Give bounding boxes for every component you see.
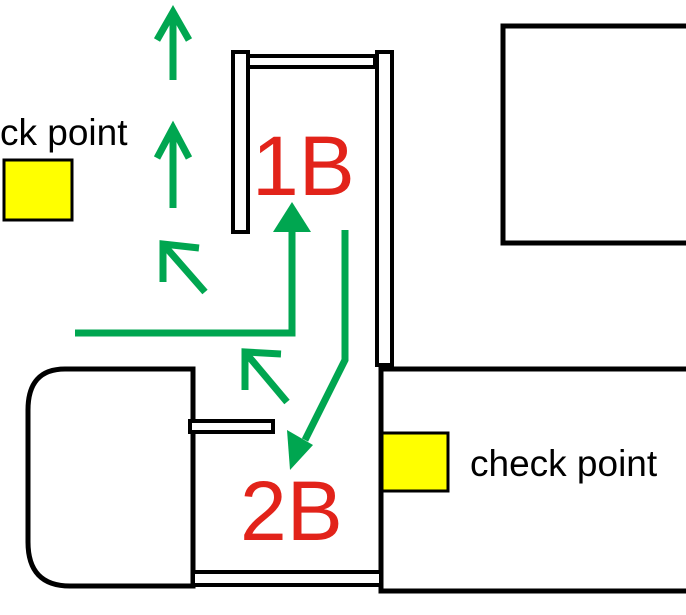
route-to-1b-arrow bbox=[75, 202, 311, 337]
diagonal-arrow-icon bbox=[159, 240, 208, 295]
corridor-1b-top-wall bbox=[246, 54, 377, 69]
route-1b-to-2b-arrow bbox=[287, 230, 349, 470]
diagonal-arrow-icon bbox=[241, 348, 290, 405]
up-arrow-icon bbox=[153, 120, 193, 208]
corridor-2b-bottom-wall bbox=[191, 570, 383, 587]
up-arrow-icon bbox=[153, 4, 193, 80]
corridor-1b-left-wall bbox=[231, 50, 250, 234]
checkpoint-left-label: ck point bbox=[0, 112, 128, 153]
corridor-1b-right-wall bbox=[375, 50, 394, 367]
checkpoint-right-label: check point bbox=[470, 443, 658, 484]
building-top-right bbox=[500, 23, 686, 246]
building-bottom-left bbox=[25, 366, 196, 589]
area-2b-label: 2B bbox=[240, 464, 343, 558]
checkpoint-right-box bbox=[380, 431, 450, 493]
area-1b-label: 1B bbox=[252, 119, 355, 213]
corridor-2b-wall-stub bbox=[188, 419, 275, 434]
checkpoint-left-box bbox=[2, 158, 74, 222]
